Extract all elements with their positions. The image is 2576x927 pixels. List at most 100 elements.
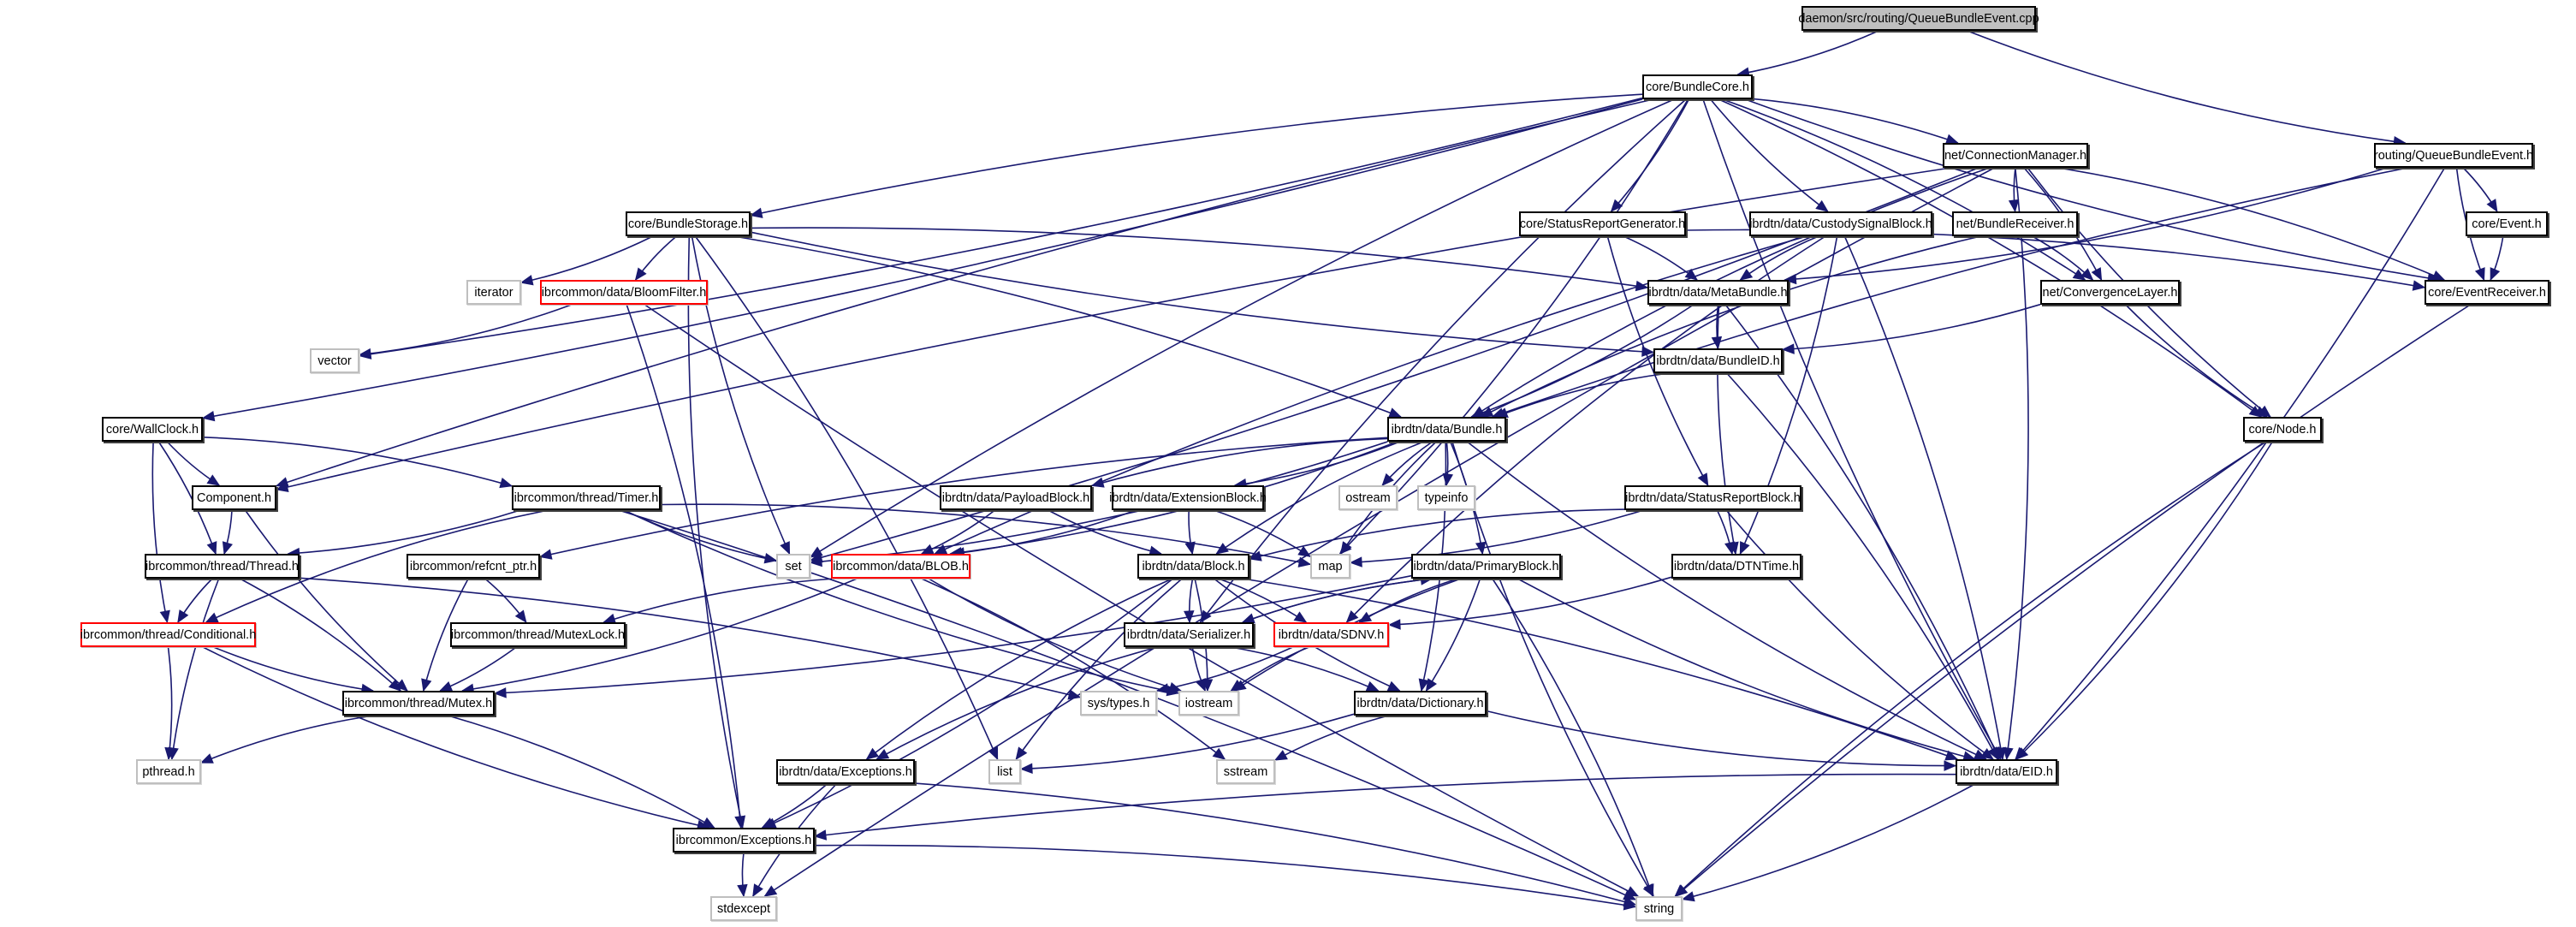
edge-block-to-list xyxy=(1015,578,1183,760)
node-srgen[interactable]: core/StatusReportGenerator.h xyxy=(1519,211,1686,236)
edge-qbe_h-to-bundle xyxy=(1492,167,2408,418)
node-primary[interactable]: ibrdtn/data/PrimaryBlock.h xyxy=(1411,554,1561,579)
node-exceptions[interactable]: ibrcommon/Exceptions.h xyxy=(673,828,815,853)
node-dtnexceptions[interactable]: ibrdtn/data/Exceptions.h xyxy=(776,759,915,784)
node-iostream: iostream xyxy=(1178,691,1239,716)
arrowhead-icon xyxy=(1388,407,1403,419)
node-block[interactable]: ibrdtn/data/Block.h xyxy=(1137,554,1249,579)
node-mutexlock[interactable]: ibrcommon/thread/MutexLock.h xyxy=(450,622,626,647)
edge-mutexlock-to-mutex xyxy=(439,646,517,692)
node-mutex[interactable]: ibrcommon/thread/Mutex.h xyxy=(342,691,495,716)
edge-block-to-eid xyxy=(1242,578,1958,760)
arrowhead-icon xyxy=(177,609,189,624)
node-timer[interactable]: ibrcommon/thread/Timer.h xyxy=(512,485,661,510)
node-payload[interactable]: ibrdtn/data/PayloadBlock.h xyxy=(940,485,1092,510)
node-label: ibrcommon/thread/MutexLock.h xyxy=(450,627,626,642)
node-component[interactable]: Component.h xyxy=(192,485,276,510)
edge-block-to-dtnexceptions xyxy=(866,578,1173,760)
node-bloom[interactable]: ibrcommon/data/BloomFilter.h xyxy=(540,280,708,305)
arrowhead-icon xyxy=(1248,550,1262,562)
node-label: core/BundleCore.h xyxy=(1646,80,1749,94)
node-stdexcept: stdexcept xyxy=(710,896,777,921)
edge-bundlestorage-to-metabundle xyxy=(750,227,1648,288)
node-label: iostream xyxy=(1184,696,1233,710)
node-label: ibrdtn/data/MetaBundle.h xyxy=(1648,285,1788,300)
node-eid[interactable]: ibrdtn/data/EID.h xyxy=(1956,759,2057,784)
node-eventreceiver[interactable]: core/EventReceiver.h xyxy=(2425,280,2549,305)
node-dictionary[interactable]: ibrdtn/data/Dictionary.h xyxy=(1354,691,1487,716)
node-label: pthread.h xyxy=(142,764,195,779)
node-label: core/WallClock.h xyxy=(105,422,199,437)
edge-serializer-to-dtnexceptions xyxy=(875,646,1158,760)
node-bundle[interactable]: ibrdtn/data/Bundle.h xyxy=(1387,417,1506,442)
edge-conditional-to-mutex xyxy=(213,646,374,692)
arrowhead-icon xyxy=(205,612,219,623)
node-label: stdexcept xyxy=(716,901,771,916)
edge-dtnexceptions-to-string xyxy=(914,782,1636,906)
node-srblock[interactable]: ibrdtn/data/StatusReportBlock.h xyxy=(1624,485,1801,510)
edge-refcnt-to-mutex xyxy=(423,578,469,692)
edge-qbe_h-to-metabundle xyxy=(1784,167,2388,281)
node-connmgr[interactable]: net/ConnectionManager.h xyxy=(1943,143,2088,168)
arrowhead-icon xyxy=(2431,270,2446,281)
node-label: ibrcommon/thread/Thread.h xyxy=(145,559,299,573)
edge-blob-to-sstream xyxy=(921,578,1226,760)
arrowhead-icon xyxy=(2412,280,2426,291)
node-bundleid[interactable]: ibrdtn/data/BundleID.h xyxy=(1653,348,1783,373)
node-label: net/ConvergenceLayer.h xyxy=(2042,285,2178,300)
node-label: ibrcommon/thread/Timer.h xyxy=(513,490,659,505)
arrowhead-icon xyxy=(1015,746,1028,761)
node-label: ibrdtn/data/BundleID.h xyxy=(1656,354,1780,368)
edge-wallclock-to-thread xyxy=(157,441,217,555)
edge-primary-to-mutex xyxy=(494,574,1412,694)
node-blob[interactable]: ibrcommon/data/BLOB.h xyxy=(831,554,970,579)
arrowhead-icon xyxy=(388,679,402,692)
node-sdnv[interactable]: ibrdtn/data/SDNV.h xyxy=(1273,622,1389,647)
node-ostream: ostream xyxy=(1338,485,1398,510)
node-metabundle[interactable]: ibrdtn/data/MetaBundle.h xyxy=(1647,280,1789,305)
node-custody[interactable]: ibrdtn/data/CustodySignalBlock.h xyxy=(1749,211,1932,236)
node-thread[interactable]: ibrcommon/thread/Thread.h xyxy=(145,554,300,579)
arrowhead-icon xyxy=(1944,760,1957,771)
node-label: iterator xyxy=(474,285,513,300)
arrowhead-icon xyxy=(1781,343,1795,354)
node-node[interactable]: core/Node.h xyxy=(2243,417,2322,442)
node-bundlestorage[interactable]: core/BundleStorage.h xyxy=(626,211,751,236)
node-bundlecore[interactable]: core/BundleCore.h xyxy=(1642,74,1753,99)
node-convlayer[interactable]: net/ConvergenceLayer.h xyxy=(2040,280,2180,305)
edge-bundlereceiver-to-bundle xyxy=(1481,235,1981,418)
node-event[interactable]: core/Event.h xyxy=(2466,211,2548,236)
node-label: ibrdtn/data/PayloadBlock.h xyxy=(941,490,1090,505)
edge-connmgr-to-stdexcept xyxy=(764,167,1995,897)
arrowhead-icon xyxy=(634,267,647,282)
node-label: core/StatusReportGenerator.h xyxy=(1519,217,1686,231)
node-dtntime[interactable]: ibrdtn/data/DTNTime.h xyxy=(1671,554,1801,579)
edge-thread-to-systypes xyxy=(299,577,1081,698)
node-label: ibrdtn/data/Dictionary.h xyxy=(1356,696,1484,710)
node-wallclock[interactable]: core/WallClock.h xyxy=(102,417,203,442)
node-conditional[interactable]: ibrcommon/thread/Conditional.h xyxy=(80,622,256,647)
node-extension[interactable]: ibrdtn/data/ExtensionBlock.h xyxy=(1109,485,1267,510)
arrowhead-icon xyxy=(2486,199,2498,213)
edge-extension-to-map xyxy=(1213,509,1311,557)
arrowhead-icon xyxy=(1681,891,1695,902)
edge-bundlecore-to-custody xyxy=(1710,98,1829,212)
edge-extension-to-blob xyxy=(953,509,1137,555)
node-bundlereceiver[interactable]: net/BundleReceiver.h xyxy=(1952,211,2078,236)
arrowhead-icon xyxy=(2008,199,2020,213)
edge-serializer-to-dictionary xyxy=(1230,646,1379,692)
edge-bundlestorage-to-bundleid xyxy=(750,231,1654,354)
arrowhead-icon xyxy=(2474,267,2485,282)
arrowhead-icon xyxy=(538,549,553,560)
node-cpp: daemon/src/routing/QueueBundleEvent.cpp xyxy=(1798,6,2039,31)
node-label: core/Node.h xyxy=(2248,422,2317,437)
edge-connmgr-to-eventreceiver xyxy=(2057,167,2445,281)
arrowhead-icon xyxy=(1610,199,1623,212)
edge-cpp-to-bundlecore xyxy=(1737,30,1879,75)
arrowhead-icon xyxy=(1418,678,1429,692)
arrowhead-icon xyxy=(1643,883,1654,898)
arrowhead-icon xyxy=(499,478,513,489)
node-serializer[interactable]: ibrdtn/data/Serializer.h xyxy=(1124,622,1254,647)
node-refcnt[interactable]: ibrcommon/refcnt_ptr.h xyxy=(407,554,540,579)
node-qbe_h[interactable]: routing/QueueBundleEvent.h xyxy=(2374,143,2533,168)
